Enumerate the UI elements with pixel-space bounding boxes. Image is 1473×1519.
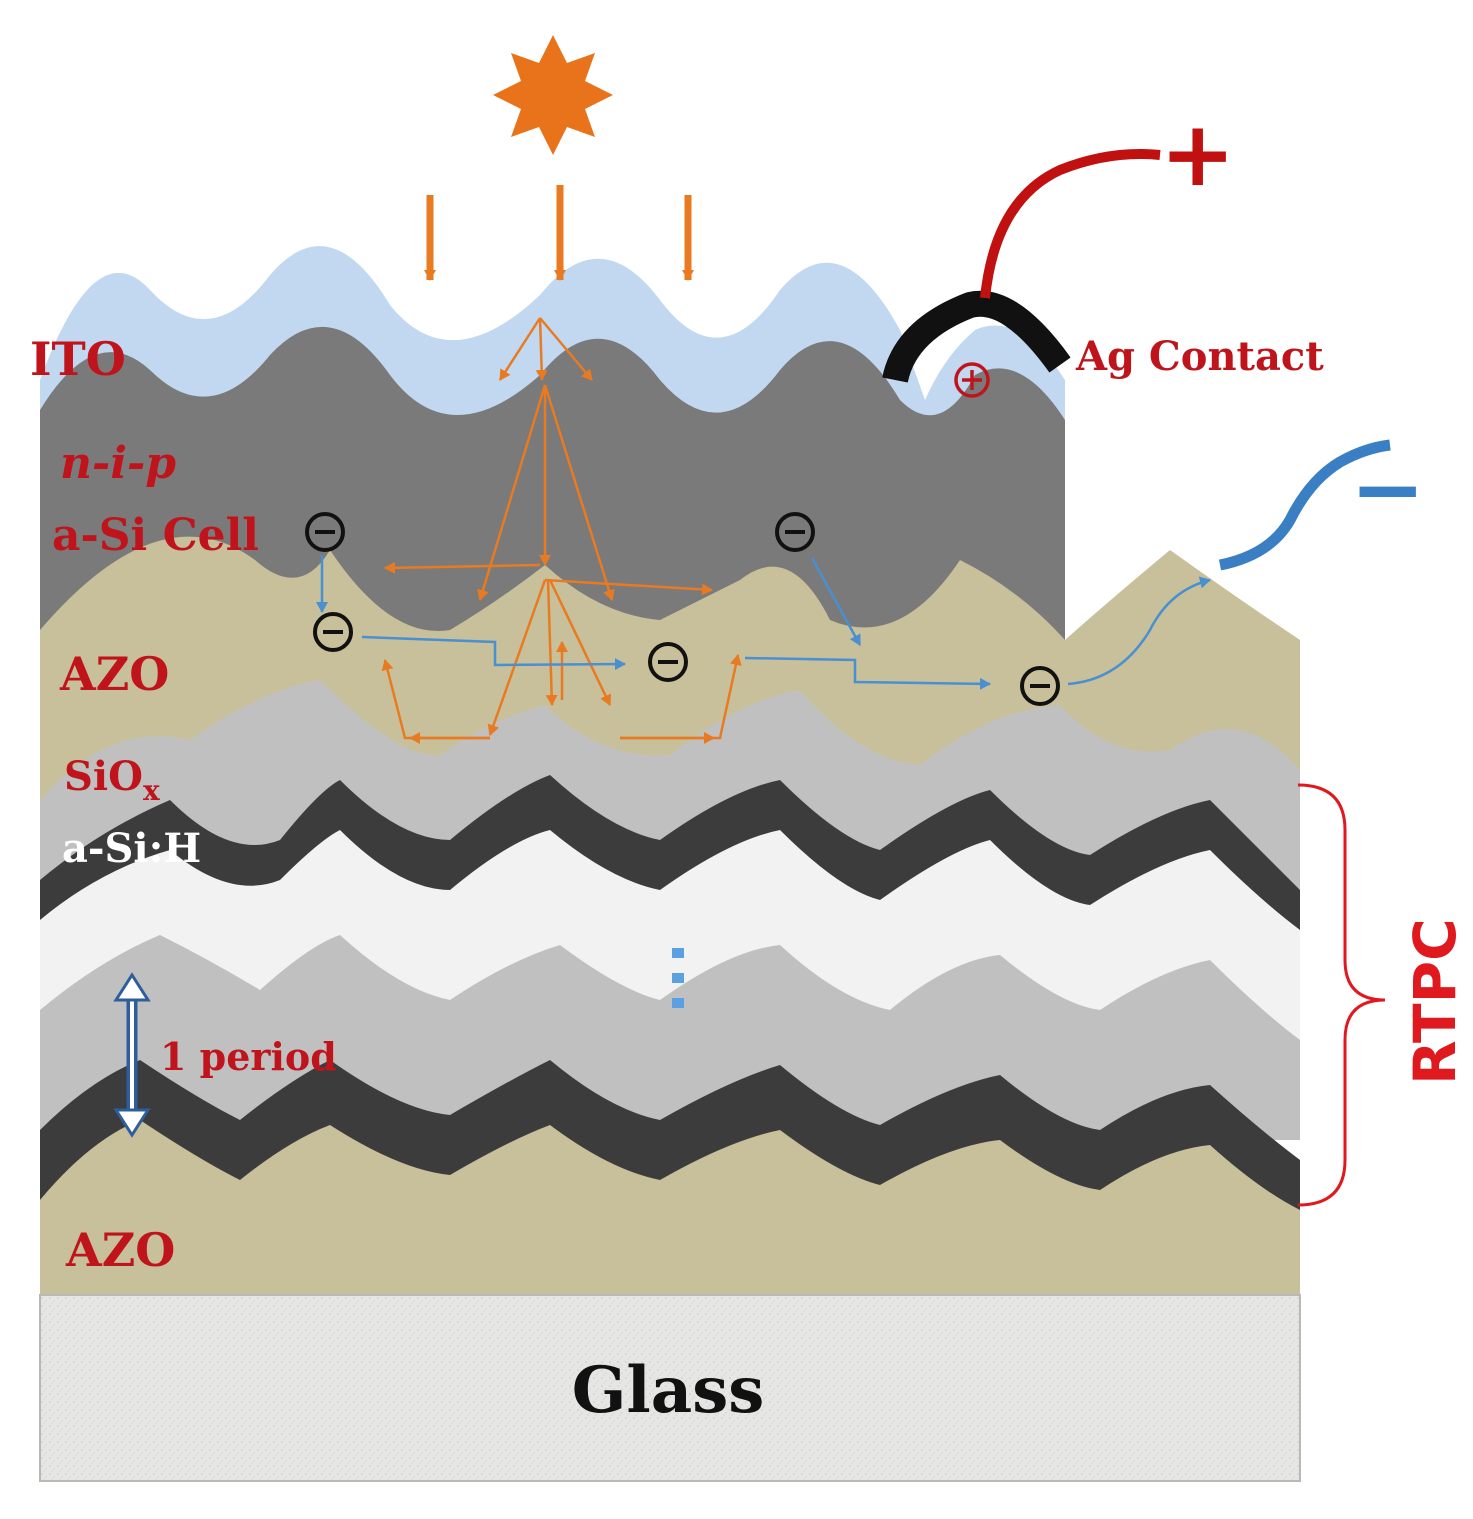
label-minus: −	[1350, 437, 1425, 542]
label-siox: SiOx	[64, 753, 160, 807]
label-asih: a-Si:H	[62, 825, 201, 872]
sun-icon	[493, 35, 613, 155]
rtpc-bracket	[1297, 783, 1386, 1207]
negative-wire	[1218, 439, 1391, 571]
azo-bottom-layer	[40, 1120, 1300, 1295]
label-ito: ITO	[30, 332, 126, 386]
hole-icon	[954, 362, 990, 398]
label-asi-cell: a-Si Cell	[52, 510, 259, 561]
nip-layer	[40, 326, 1065, 640]
label-azo-top: AZO	[59, 647, 169, 701]
label-glass: Glass	[572, 1353, 765, 1428]
label-period: 1 period	[160, 1034, 337, 1079]
incident-light	[424, 35, 694, 281]
electron-icon	[305, 512, 345, 552]
electron-icon	[648, 642, 688, 682]
electron-icon	[1020, 666, 1060, 706]
label-nip: n-i-p	[60, 438, 176, 489]
positive-wire	[980, 149, 1161, 299]
continuation-dots	[672, 948, 684, 1008]
electron-icon	[313, 612, 353, 652]
label-rtpc: RTPC	[1401, 918, 1469, 1085]
label-ag-contact: Ag Contact	[1075, 333, 1324, 380]
light-scattering-rays	[381, 317, 742, 744]
electron-paths	[316, 555, 1211, 690]
electrons	[305, 512, 1060, 706]
glass-substrate	[39, 1294, 1301, 1482]
layer-stack	[39, 246, 1301, 1482]
label-azo-bottom: AZO	[65, 1223, 175, 1277]
label-plus: +	[1160, 102, 1235, 207]
period-arrow	[113, 972, 151, 1138]
ag-contact	[882, 290, 1071, 384]
electron-icon	[775, 512, 815, 552]
